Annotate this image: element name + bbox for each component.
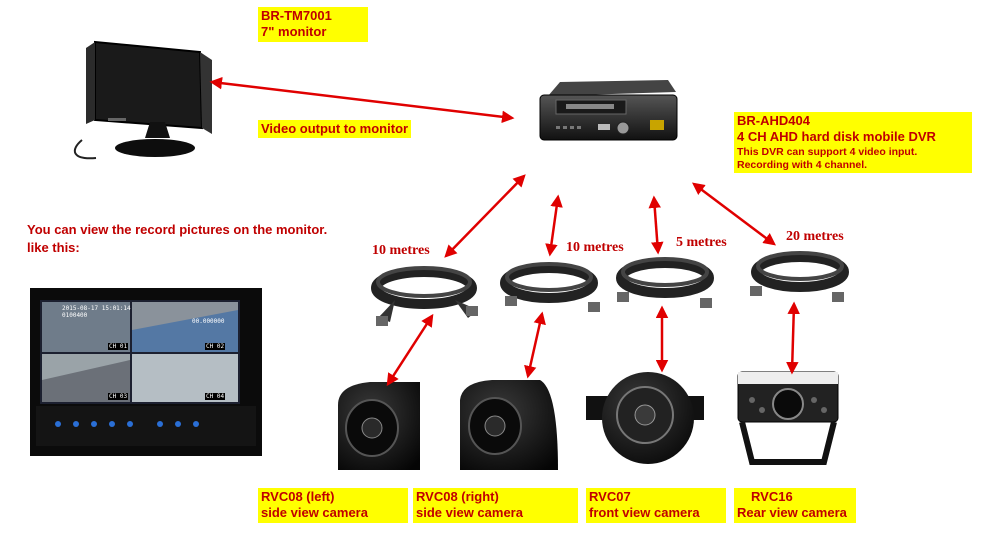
monitor-desc: 7" monitor [261,24,327,40]
camera-front [586,372,704,464]
monitor-model: BR-TM7001 [261,8,332,23]
dvr-note-1: This DVR can support 4 video input. [737,145,918,158]
screen-ch4: CH 04 [205,393,226,400]
camera-desc: side view camera [261,505,368,521]
video-output-label: Video output to monitor [258,120,412,139]
monitor-label: BR-TM7001 7" monitor [258,7,368,42]
arrow-cable-camera-1 [386,313,434,387]
screen-timestamp: 2015-08-17 15:01:14 [62,305,131,312]
dvr-model: BR-AHD404 [737,113,810,128]
screen-code: 0100400 [62,312,88,320]
arrow-dvr-cable-3 [648,195,664,255]
screen-ch1: CH 01 [108,343,129,350]
cable-coil-3 [616,257,714,308]
camera-side-right [460,380,558,470]
dvr-desc: 4 CH AHD hard disk mobile DVR [737,129,936,145]
screen-ch3: CH 03 [108,393,129,400]
camera-desc: front view camera [589,505,700,521]
dvr-note-2: Recording with 4 channel. [737,158,868,171]
camera-model: RVC08 (right) [416,489,499,504]
screen-speed: 00.000000 [192,318,225,325]
camera-side-left [338,382,420,470]
camera-rear [737,371,839,465]
camera-model: RVC16 [751,489,793,504]
arrow-dvr-cable-4 [692,182,776,246]
monitor-device [73,40,212,160]
camera-label-front: RVC07 front view camera [586,488,726,523]
camera-desc: Rear view camera [737,505,847,521]
dvr-device [539,80,678,141]
camera-label-right: RVC08 (right) side view camera [413,488,578,523]
cable-coil-4 [750,251,849,302]
camera-label-rear: RVC16 Rear view camera [734,488,856,523]
camera-desc: side view camera [416,505,523,521]
arrow-cable-camera-4 [786,301,800,375]
monitor-view-note: You can view the record pictures on the … [27,222,328,255]
cable-length-1: 10 metres [372,243,430,258]
cable-length-3: 5 metres [676,235,727,250]
dvr-label: BR-AHD404 4 CH AHD hard disk mobile DVR … [734,112,972,173]
cable-length-2: 10 metres [566,240,624,255]
camera-model: RVC08 (left) [261,489,335,504]
arrow-monitor-dvr [209,76,515,124]
cable-coil-2 [500,262,600,312]
connection-arrows [209,76,800,387]
cable-coil-1 [371,266,478,326]
camera-model: RVC07 [589,489,631,504]
screen-readout: 2015-08-17 15:01:14 0100400 [62,305,131,319]
arrow-dvr-cable-2 [545,194,563,257]
cable-length-4: 20 metres [786,229,844,244]
monitor-recording-photo [30,288,262,456]
arrow-dvr-cable-1 [444,174,526,258]
camera-label-left: RVC08 (left) side view camera [258,488,408,523]
screen-ch2: CH 02 [205,343,226,350]
arrow-cable-camera-2 [524,311,546,379]
